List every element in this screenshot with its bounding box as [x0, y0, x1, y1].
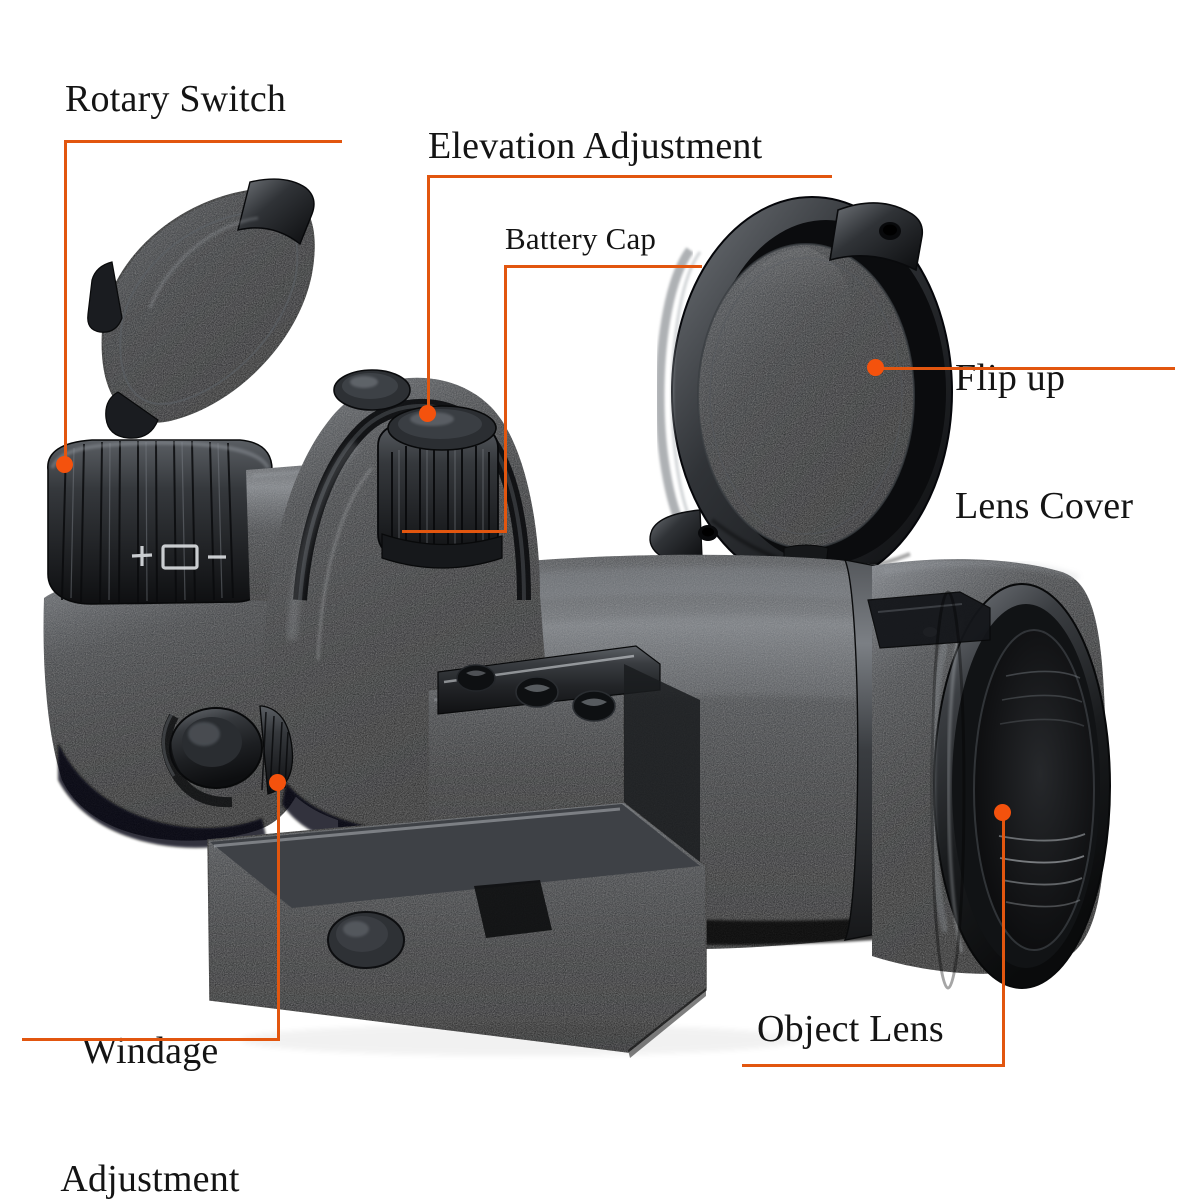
objective-lens-assembly: [867, 559, 1111, 990]
marker-rotary-switch: [56, 456, 73, 473]
label-rotary-switch: Rotary Switch: [65, 78, 287, 120]
leader-rotary-switch-vertical: [64, 140, 67, 466]
leader-rotary-switch-horizontal: [64, 140, 342, 143]
flip-up-eyepiece-cover-art: [87, 178, 315, 439]
label-flip-up-line1: Flip up: [955, 357, 1066, 400]
marker-elevation-adjustment: [419, 405, 436, 422]
leader-battery-cap-bottom: [402, 530, 507, 533]
battery-cap-art: [333, 369, 411, 411]
flip-up-objective-cover-art: [649, 196, 953, 588]
leader-object-lens-horizontal: [742, 1064, 1005, 1067]
label-windage-adjustment: Windage Adjustment: [40, 945, 260, 1200]
product-markings: [131, 544, 226, 570]
leader-windage-horizontal: [22, 1038, 280, 1041]
label-flip-up-lens-cover: Flip up Lens Cover: [955, 272, 1133, 612]
leader-object-lens-vertical: [1002, 812, 1005, 1067]
leader-battery-cap-vertical: [504, 265, 507, 533]
cantilever-mount: [207, 645, 707, 1058]
label-flip-up-line2: Lens Cover: [955, 484, 1134, 527]
label-elevation-adjustment: Elevation Adjustment: [428, 125, 763, 167]
label-battery-cap: Battery Cap: [505, 221, 657, 256]
leader-elevation-vertical: [427, 175, 430, 415]
marker-windage-adjustment: [269, 774, 286, 791]
marker-flip-up-lens-cover: [867, 359, 884, 376]
elevation-turret-art: [377, 405, 503, 569]
leader-battery-cap-top: [504, 265, 702, 268]
marker-object-lens: [994, 804, 1011, 821]
leader-flip-up-lens-cover: [875, 367, 1175, 370]
clamp-screws: [456, 664, 616, 722]
label-windage-line1: Windage: [81, 1030, 219, 1073]
label-windage-line2: Adjustment: [60, 1157, 240, 1200]
label-object-lens: Object Lens: [757, 1008, 944, 1050]
leader-windage-vertical: [277, 782, 280, 1041]
leader-elevation-horizontal: [427, 175, 832, 178]
